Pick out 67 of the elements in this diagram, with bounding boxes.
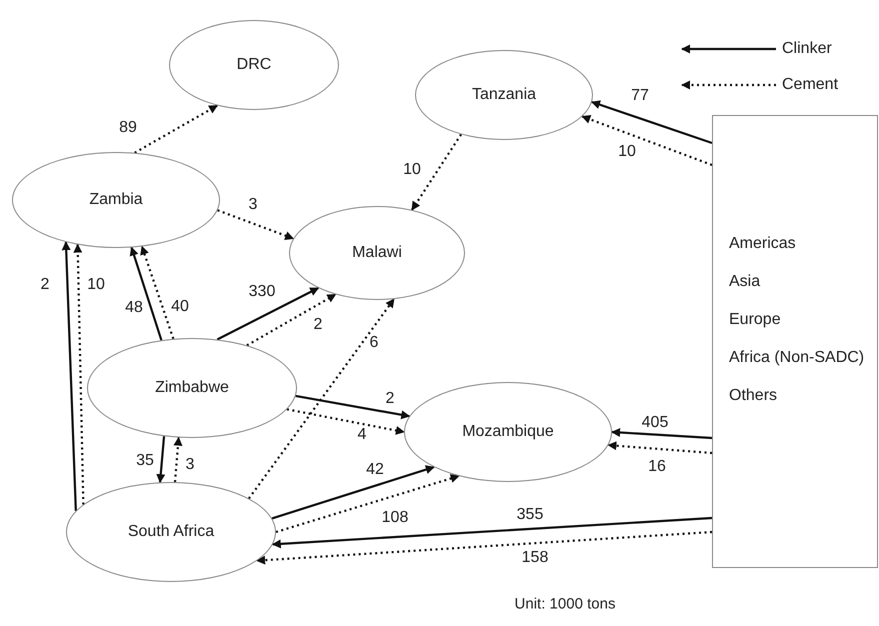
edge-label: 16	[648, 458, 666, 476]
legend-label: Cement	[782, 76, 838, 94]
flow-arrow	[256, 530, 712, 565]
edge-label: 405	[642, 414, 668, 432]
legend-label: Clinker	[782, 40, 832, 58]
flow-arrow	[611, 428, 712, 440]
country-ellipse	[169, 20, 339, 110]
flow-arrow	[276, 474, 460, 534]
country-name: South Africa	[128, 523, 214, 541]
edge-label: 2	[386, 390, 394, 408]
edge-label: 355	[516, 506, 544, 524]
edge-label: 158	[522, 549, 548, 567]
country-name: DRC	[236, 56, 272, 74]
country-ellipse	[87, 338, 297, 438]
flow-arrow	[591, 100, 712, 144]
flow-arrow	[411, 134, 462, 211]
region-box	[712, 115, 878, 568]
edge-label: 48	[125, 299, 143, 317]
country-ellipse	[12, 152, 220, 248]
region-name: Asia	[729, 272, 762, 291]
flow-arrow	[174, 436, 182, 482]
edge-label: 3	[186, 456, 194, 474]
edge-label: 89	[119, 119, 137, 137]
country-ellipse	[66, 482, 276, 582]
country-name: Tanzania	[472, 86, 536, 104]
flow-arrow	[607, 441, 712, 454]
edge-label: 35	[136, 452, 154, 470]
country-ellipse	[415, 50, 593, 140]
flow-arrow	[581, 115, 712, 166]
country-name: Zimbabwe	[155, 379, 229, 397]
region-name: Africa (Non-SADC)	[729, 348, 866, 367]
flow-arrow	[295, 394, 410, 420]
region-name: Americas	[729, 234, 797, 253]
flow-arrow	[140, 246, 174, 340]
edge-label: 2	[314, 316, 322, 334]
edge-label: 10	[87, 276, 105, 294]
flow-arrow	[134, 104, 218, 154]
region-name: Europe	[729, 310, 782, 329]
country-name: Zambia	[89, 191, 143, 209]
flow-arrow	[286, 408, 405, 435]
edge-label: 40	[171, 298, 189, 316]
flow-arrow	[156, 436, 166, 484]
country-name: Mozambique	[462, 423, 554, 441]
region-name: Others	[729, 386, 778, 405]
edge-label: 3	[248, 196, 258, 214]
flow-arrow	[246, 294, 336, 346]
flow-arrow	[217, 209, 294, 240]
country-ellipse	[289, 206, 465, 300]
flow-arrow	[62, 241, 77, 511]
edge-label: 77	[631, 87, 649, 105]
edge-label: 6	[370, 334, 378, 352]
edge-label: 4	[358, 426, 366, 444]
country-ellipse	[404, 382, 612, 482]
flow-arrow	[73, 244, 84, 504]
edge-label: 108	[382, 509, 408, 527]
edge-label: 330	[248, 283, 276, 301]
edge-label: 2	[40, 276, 50, 294]
flow-arrow	[272, 516, 712, 548]
unit-note: Unit: 1000 tons	[514, 596, 616, 612]
flow-arrow	[248, 298, 395, 500]
edge-label: 10	[618, 143, 636, 161]
flow-arrow	[272, 465, 435, 520]
edge-label: 42	[366, 461, 384, 479]
flow-arrow	[216, 287, 320, 340]
edge-label: 10	[403, 161, 421, 179]
country-name: Malawi	[352, 244, 402, 262]
flow-arrow	[130, 246, 162, 340]
